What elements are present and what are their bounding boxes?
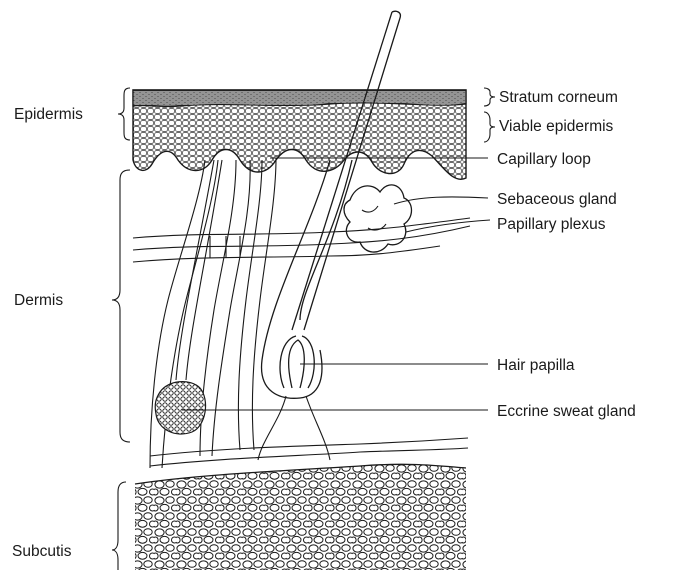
label-papillary-plexus: Papillary plexus bbox=[497, 216, 606, 233]
eccrine-sweat-gland bbox=[155, 160, 222, 434]
sebaceous-gland bbox=[344, 185, 412, 252]
subcutis-fat-tissue bbox=[135, 460, 467, 572]
label-epidermis: Epidermis bbox=[14, 106, 83, 123]
label-eccrine-sweat-gland: Eccrine sweat gland bbox=[497, 403, 636, 420]
dermis-brace bbox=[112, 170, 130, 442]
label-stratum-corneum: Stratum corneum bbox=[499, 89, 618, 106]
hair-follicle bbox=[258, 11, 400, 460]
label-subcutis: Subcutis bbox=[12, 543, 72, 560]
label-viable-epidermis: Viable epidermis bbox=[499, 118, 614, 135]
label-hair-papilla: Hair papilla bbox=[497, 357, 575, 374]
epidermis-layer bbox=[133, 90, 466, 179]
leader-lines bbox=[182, 158, 490, 410]
subcutis-brace bbox=[112, 482, 126, 570]
label-sebaceous-gland: Sebaceous gland bbox=[497, 191, 617, 208]
label-capillary-loop: Capillary loop bbox=[497, 151, 591, 168]
epidermis-brace bbox=[118, 88, 130, 140]
stratum-corneum bbox=[133, 90, 466, 107]
label-dermis: Dermis bbox=[14, 292, 63, 309]
